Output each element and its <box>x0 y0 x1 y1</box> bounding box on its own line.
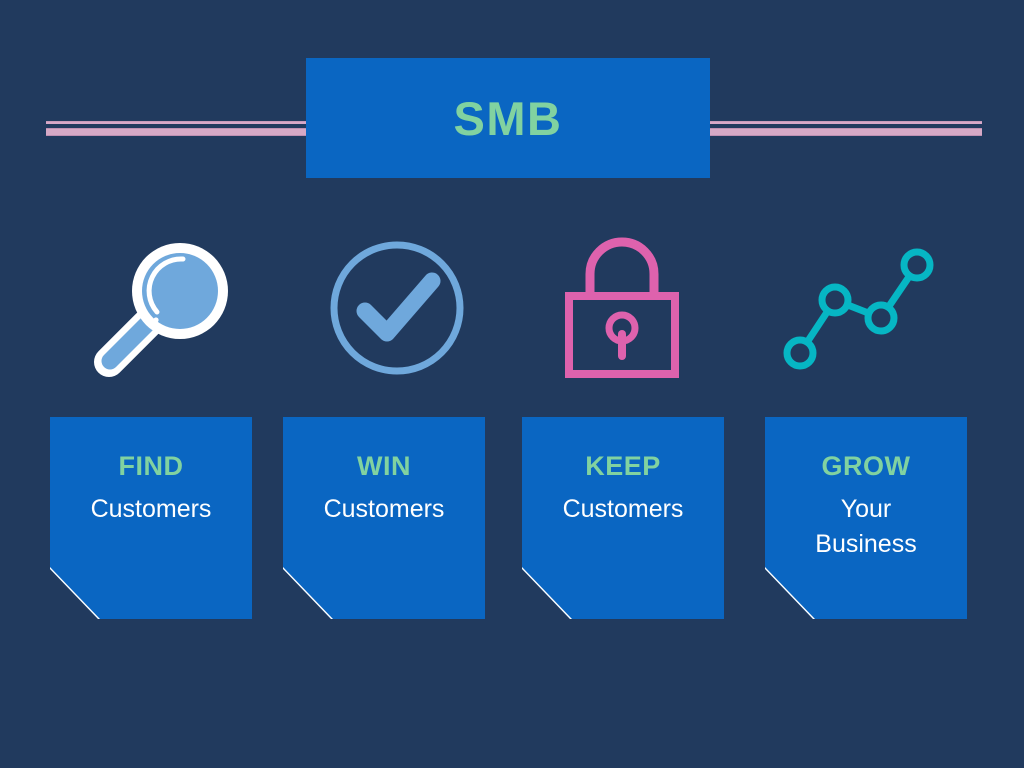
card-title: WIN <box>357 451 411 481</box>
padlock-icon <box>565 237 679 378</box>
icon-cell-grow <box>741 225 975 390</box>
card-find[interactable]: FIND Customers <box>50 417 252 619</box>
card-subtitle: Customers <box>90 495 212 524</box>
card-keep[interactable]: KEEP Customers <box>522 417 724 619</box>
icon-cell-win <box>280 225 514 390</box>
magnifier-icon <box>94 242 228 377</box>
page-title: SMB <box>453 91 563 145</box>
icon-cell-keep <box>505 225 739 390</box>
card-win[interactable]: WIN Customers <box>283 417 485 619</box>
page-fold-corner <box>522 567 572 619</box>
card-subtitle: Your Business <box>815 495 917 558</box>
card-subtitle: Customers <box>562 495 684 524</box>
page-fold-corner <box>765 567 815 619</box>
cards-row: FIND Customers WIN Customers KEEP Custom… <box>0 417 1024 622</box>
header-title-box: SMB <box>306 58 710 178</box>
page-fold-corner <box>283 567 333 619</box>
page-fold-corner <box>50 567 100 619</box>
card-title: GROW <box>821 451 911 481</box>
header-band: SMB <box>0 58 1024 178</box>
growth-chart-icon <box>783 248 934 369</box>
card-subtitle: Customers <box>323 495 445 524</box>
card-title: FIND <box>118 451 184 481</box>
card-title: KEEP <box>585 451 661 481</box>
icon-cell-find <box>46 225 280 390</box>
icon-row <box>0 225 1024 390</box>
check-circle-icon <box>330 241 464 374</box>
card-grow[interactable]: GROW Your Business <box>765 417 967 619</box>
